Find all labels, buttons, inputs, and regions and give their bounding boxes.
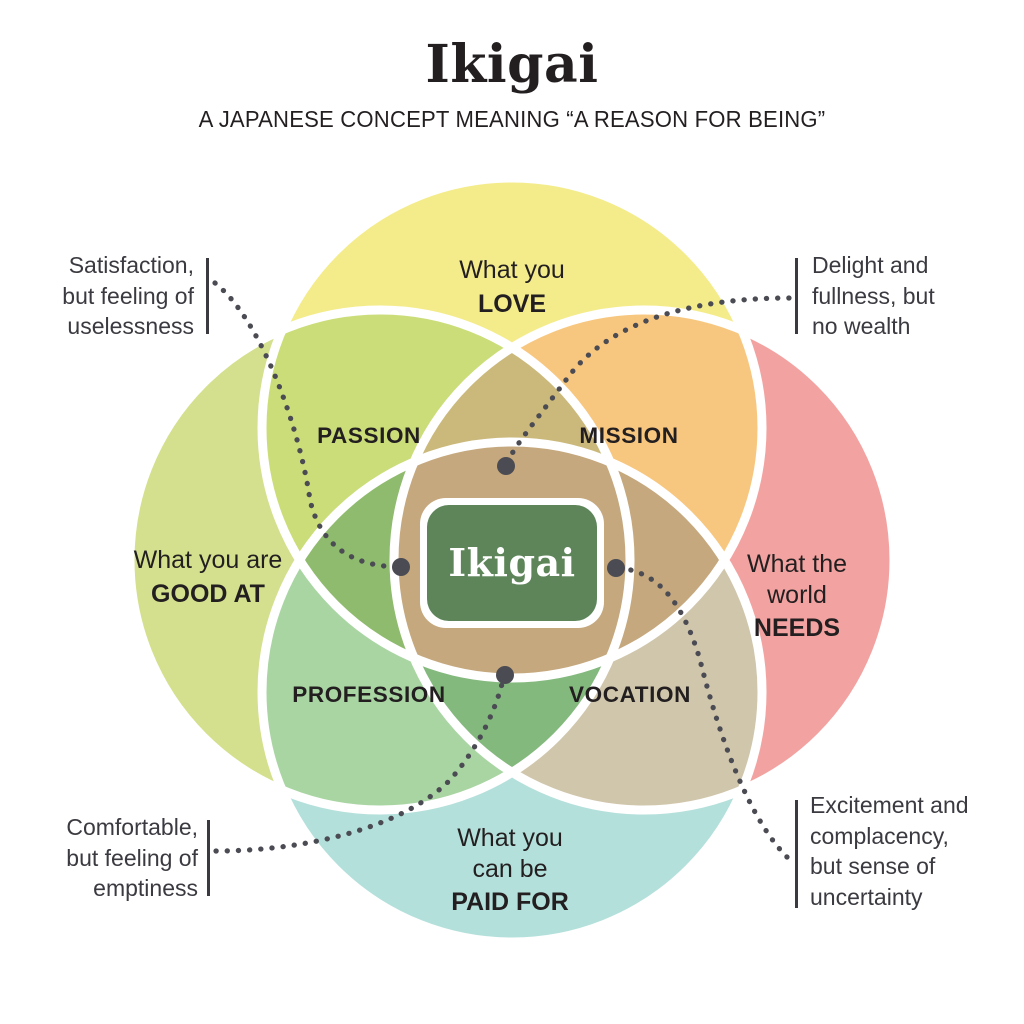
label-good-at-line1: What you are xyxy=(134,546,283,574)
page-title: Ikigai xyxy=(425,34,599,95)
annotation-top-left: Satisfaction, but feeling of uselessness xyxy=(62,252,194,340)
label-paid-line1: What you xyxy=(457,824,563,852)
annotation-rule-top-left xyxy=(206,258,209,334)
label-mission: MISSION xyxy=(579,423,678,448)
label-love-line1: What you xyxy=(459,256,565,284)
core-ikigai: Ikigai xyxy=(420,498,604,628)
label-love-bold: LOVE xyxy=(478,290,546,318)
triple-top-right xyxy=(394,310,630,678)
annotation-rule-bottom-left xyxy=(207,820,210,896)
annotation-bottom-right: Excitement and complacency, but sense of… xyxy=(810,792,969,910)
label-profession: PROFESSION xyxy=(292,682,446,707)
annotation-rule-top-right xyxy=(795,258,798,334)
label-vocation: VOCATION xyxy=(569,682,691,707)
label-passion: PASSION xyxy=(317,423,421,448)
header: Ikigai A JAPANESE CONCEPT MEANING “A REA… xyxy=(0,0,1024,133)
annotation-top-right: Delight and fullness, but no wealth xyxy=(812,252,935,340)
page-subtitle: A JAPANESE CONCEPT MEANING “A REASON FOR… xyxy=(198,106,826,133)
label-good-at-bold: GOOD AT xyxy=(151,580,265,608)
label-needs-line2: world xyxy=(766,581,827,609)
label-needs-bold: NEEDS xyxy=(754,614,840,642)
label-needs-line1: What the xyxy=(747,550,847,578)
label-paid-line2: can be xyxy=(472,855,547,883)
annotation-bottom-left: Comfortable, but feeling of emptiness xyxy=(66,814,198,902)
annotation-rule-bottom-right xyxy=(795,800,798,908)
core-label: Ikigai xyxy=(448,540,575,585)
label-paid-bold: PAID FOR xyxy=(451,888,569,916)
